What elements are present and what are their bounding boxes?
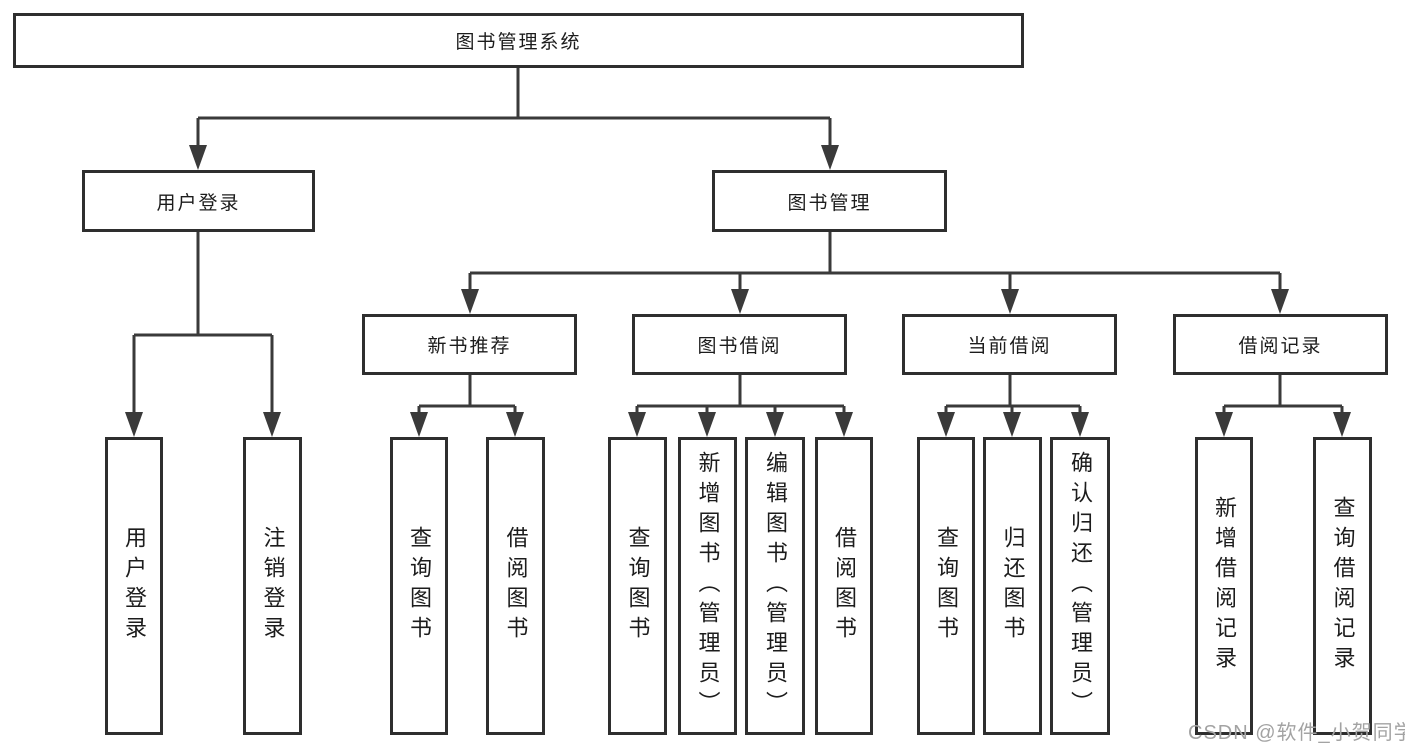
arrowhead	[410, 412, 428, 437]
arrowheads	[125, 145, 1351, 437]
arrowhead	[628, 412, 646, 437]
connector-recommend-to-leaves	[417, 375, 517, 415]
leaf-query-books-borrow: 查询图书	[608, 437, 667, 735]
connector-borrow-to-leaves	[635, 375, 846, 415]
arrowhead	[731, 289, 749, 314]
leaf-logout: 注销登录	[243, 437, 302, 735]
leaf-borrow-books: 借阅图书	[815, 437, 873, 735]
connector-root-to-level1	[196, 68, 832, 146]
connector-bookmgmt-to-level2	[468, 232, 1282, 292]
leaf-confirm-return-admin: 确认归还（管理员）	[1050, 437, 1110, 735]
arrowhead	[125, 412, 143, 437]
arrowhead	[263, 412, 281, 437]
arrowhead	[461, 289, 479, 314]
leaf-add-book-admin: 新增图书（管理员）	[678, 437, 737, 735]
arrowhead	[1071, 412, 1089, 437]
node-book-borrowing: 图书借阅	[632, 314, 847, 375]
node-user-login: 用户登录	[82, 170, 315, 232]
arrowhead	[821, 145, 839, 170]
connector-login-to-leaves	[132, 232, 274, 415]
node-new-book-recommend: 新书推荐	[362, 314, 577, 375]
leaf-borrow-books-recommend: 借阅图书	[486, 437, 545, 735]
arrowhead	[766, 412, 784, 437]
node-book-management: 图书管理	[712, 170, 947, 232]
arrowhead	[1215, 412, 1233, 437]
arrowhead	[835, 412, 853, 437]
csdn-watermark: CSDN @软件_小贺同学	[1188, 722, 1405, 744]
arrowhead	[506, 412, 524, 437]
leaf-add-borrow-record: 新增借阅记录	[1195, 437, 1253, 735]
arrowhead	[1003, 412, 1021, 437]
leaf-query-books-recommend: 查询图书	[390, 437, 448, 735]
connector-current-to-leaves	[944, 375, 1082, 415]
leaf-query-books-current: 查询图书	[917, 437, 975, 735]
leaf-return-book: 归还图书	[983, 437, 1042, 735]
arrowhead	[1001, 289, 1019, 314]
arrowhead	[698, 412, 716, 437]
arrowhead	[937, 412, 955, 437]
leaf-edit-book-admin: 编辑图书（管理员）	[745, 437, 805, 735]
arrowhead	[1271, 289, 1289, 314]
arrowhead	[1333, 412, 1351, 437]
node-current-borrowing: 当前借阅	[902, 314, 1117, 375]
connector-records-to-leaves	[1222, 375, 1344, 415]
node-library-management-system: 图书管理系统	[13, 13, 1024, 68]
leaf-user-login: 用户登录	[105, 437, 163, 735]
arrowhead	[189, 145, 207, 170]
leaf-query-borrow-record: 查询借阅记录	[1313, 437, 1372, 735]
node-borrowing-records: 借阅记录	[1173, 314, 1388, 375]
